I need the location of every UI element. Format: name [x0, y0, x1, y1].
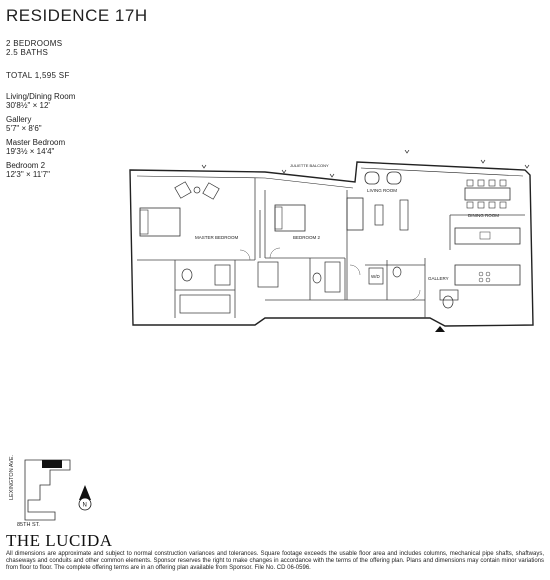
dining-chairs: [466, 179, 507, 209]
plan-label-dining-room: DINING ROOM: [468, 213, 499, 218]
media-unit: [399, 199, 409, 231]
wall-bath-block: [174, 260, 236, 318]
wall-bath2: [265, 258, 425, 301]
master-armchairs: [174, 181, 220, 200]
baths-count: 2.5 BATHS: [6, 48, 49, 57]
plan-label-living-room: LIVING ROOM: [367, 188, 397, 193]
building-footprint: [24, 459, 71, 521]
kitchen-island: [454, 227, 521, 245]
bedroom2-bed: [274, 204, 306, 232]
bath-fixtures: [179, 261, 459, 314]
plan-label-juliette-balcony: JULIETTE BALCONY: [290, 163, 329, 168]
exterior-wall: [129, 161, 534, 327]
compass-north-label: N: [83, 503, 87, 509]
brand-logo-text: THE LUCIDA: [6, 531, 113, 550]
residence-title: RESIDENCE 17H: [6, 6, 148, 25]
room-size-bedroom-2: 12'3" × 11'7": [6, 170, 50, 179]
coffee-table: [374, 204, 384, 226]
dining-table: [464, 187, 511, 201]
street-label-85th: 85TH ST.: [17, 522, 40, 528]
entry-arrow-icon: [435, 326, 445, 332]
living-armchair-left: [364, 171, 380, 185]
wall-kitchen: [449, 214, 525, 250]
room-size-gallery: 5'7" × 8'6": [6, 124, 42, 133]
room-size-living-dining: 30'8½" × 12': [6, 101, 50, 110]
plan-label-wd: W/D: [371, 274, 380, 279]
wall-closet: [259, 210, 388, 300]
living-sofa: [346, 197, 364, 231]
room-name-master-bedroom: Master Bedroom: [6, 138, 66, 147]
room-name-living-dining: Living/Dining Room: [6, 92, 76, 101]
floor-plan: MASTER BEDROOM BEDROOM 2 JULIETTE BALCON…: [129, 150, 534, 332]
room-name-bedroom-2: Bedroom 2: [6, 161, 46, 170]
key-plan: LEXINGTON AVE. 85TH ST. N: [9, 454, 92, 528]
master-bed: [139, 207, 181, 237]
wall-gallery: [365, 258, 426, 318]
unit-highlight: [42, 460, 62, 468]
plan-label-gallery: GALLERY: [428, 276, 449, 281]
room-size-master-bedroom: 19'3½ × 14'4": [6, 147, 55, 156]
plan-label-bedroom-2: BEDROOM 2: [293, 235, 321, 240]
window-line: [136, 167, 524, 189]
compass-icon: [79, 485, 91, 500]
total-square-feet: TOTAL 1,595 SF: [6, 71, 70, 80]
door-swings: [239, 247, 421, 301]
plan-label-master-bedroom: MASTER BEDROOM: [195, 235, 239, 240]
bedrooms-count: 2 BEDROOMS: [6, 39, 63, 48]
living-armchair-right: [386, 171, 402, 185]
street-label-lexington: LEXINGTON AVE.: [9, 454, 15, 500]
room-name-gallery: Gallery: [6, 115, 32, 124]
legal-disclaimer: All dimensions are approximate and subje…: [6, 551, 544, 571]
window-marks: [201, 150, 530, 178]
kitchen-counter: [454, 264, 521, 286]
